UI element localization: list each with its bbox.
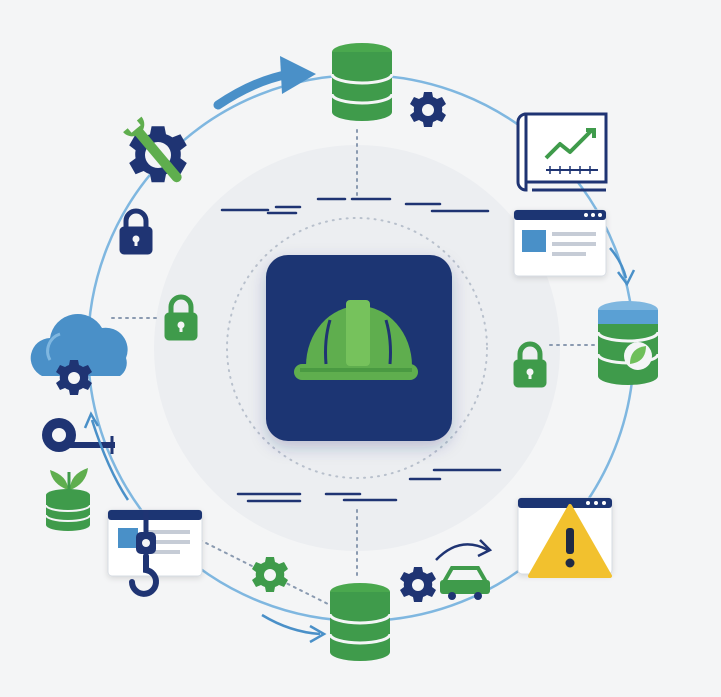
bottom-gear-icon (400, 567, 436, 602)
warning-triangle-icon (528, 504, 612, 578)
cloud-gear-icon (30, 313, 128, 395)
top-gear-icon (410, 92, 446, 127)
upper-left-lock-icon (120, 211, 152, 254)
gear-wrench-icon (123, 116, 187, 183)
data-dash-lines (220, 197, 502, 503)
arrow-up-icon (83, 411, 130, 501)
top-database-icon (330, 43, 394, 121)
left-lock-icon (165, 297, 197, 340)
arrow-to-bottom-icon (261, 613, 327, 644)
right-lock-icon (514, 344, 546, 387)
browser-window-icon (513, 209, 607, 277)
bottom-left-gear-icon (252, 557, 288, 592)
inner-dotted-ring (226, 217, 488, 479)
bottom-database-icon (328, 583, 392, 661)
database-leaf-icon (596, 301, 660, 385)
tape-measure-plant-icon (42, 418, 115, 531)
center-tile (266, 255, 452, 441)
crane-hook-icon (129, 510, 159, 597)
car-sync-icon (435, 539, 493, 600)
blueprint-chart-icon (516, 112, 608, 192)
arrow-down-icon (609, 247, 636, 287)
arrow-to-top-icon (213, 56, 316, 110)
